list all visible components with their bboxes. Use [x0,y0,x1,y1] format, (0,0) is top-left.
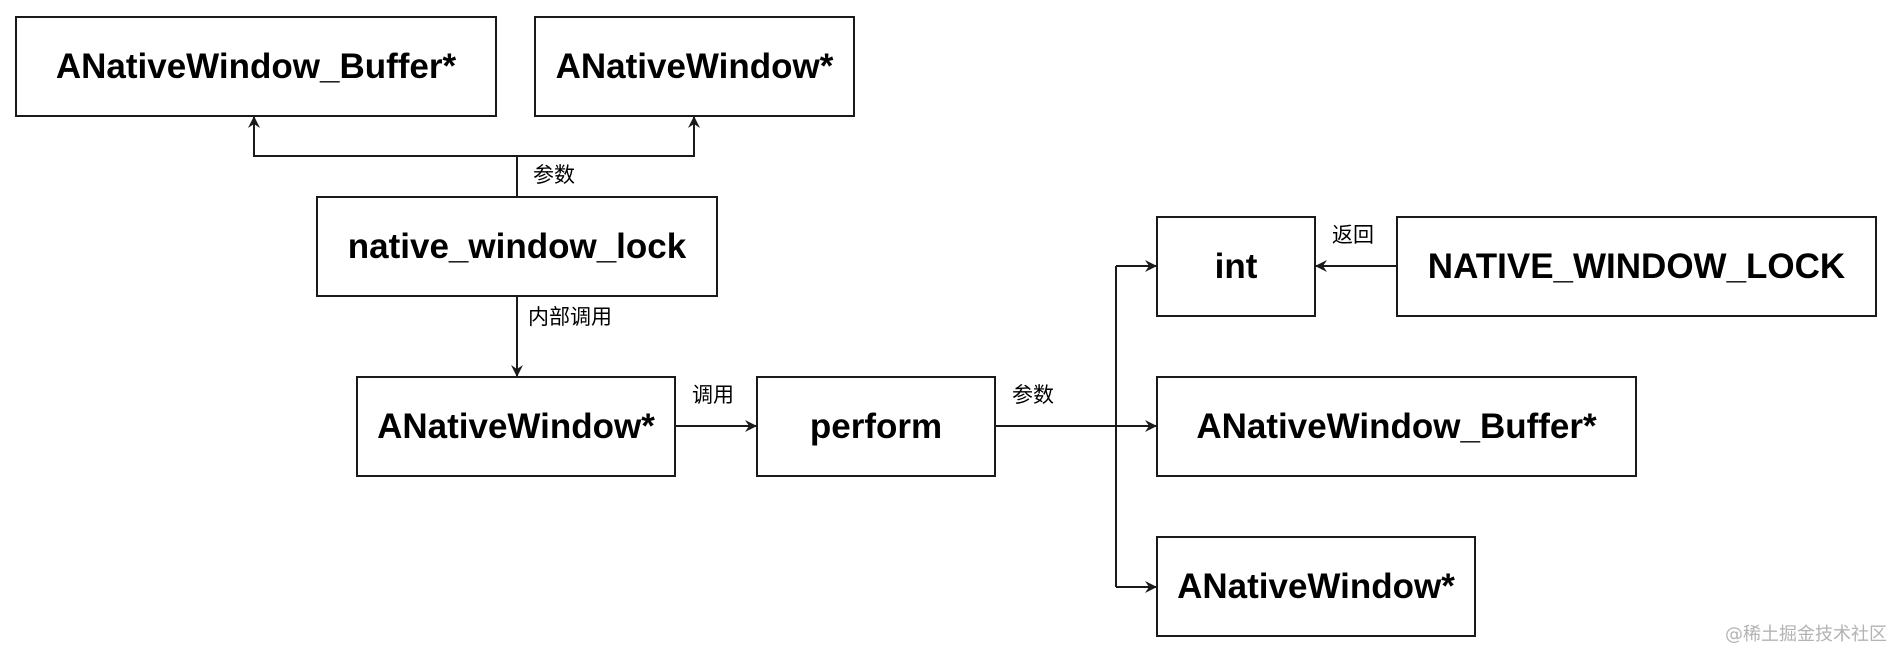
node-perform: perform [756,376,996,477]
edge-label-call: 调用 [692,383,734,407]
watermark: @稀土掘金技术社区 [1725,624,1887,645]
node-buffer-top: ANativeWindow_Buffer* [15,16,497,117]
node-buffer-right: ANativeWindow_Buffer* [1156,376,1637,477]
node-anativewindow-mid: ANativeWindow* [356,376,676,477]
node-window-right: ANativeWindow* [1156,536,1476,637]
node-int: int [1156,216,1316,317]
node-buffer-right-label: ANativeWindow_Buffer* [1196,406,1597,446]
node-native-window-lock-label: native_window_lock [347,226,687,266]
node-window-right-label: ANativeWindow* [1177,566,1455,606]
node-anativewindow-mid-label: ANativeWindow* [377,406,655,446]
node-native-window-lock-const-label: NATIVE_WINDOW_LOCK [1427,246,1846,286]
edge-params-to-buffer-top [248,116,517,157]
edge-label-returns: 返回 [1332,223,1374,247]
edge-params-to-window-top [517,116,700,157]
node-window-top-label: ANativeWindow* [555,46,834,86]
edge-label-internal-call: 内部调用 [528,305,612,329]
edge-label-params-right: 参数 [1012,383,1054,407]
node-buffer-top-label: ANativeWindow_Buffer* [55,46,457,86]
node-window-top: ANativeWindow* [534,16,855,117]
node-native-window-lock: native_window_lock [316,196,718,297]
node-perform-label: perform [809,406,943,446]
edge-label-params-top: 参数 [533,163,575,187]
node-native-window-lock-const: NATIVE_WINDOW_LOCK [1396,216,1877,317]
node-int-label: int [1214,246,1258,286]
